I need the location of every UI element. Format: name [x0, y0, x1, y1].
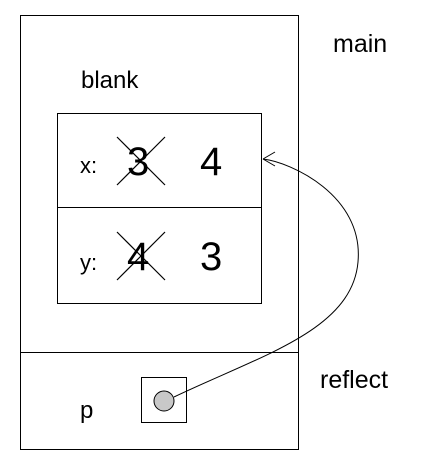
- field-name-y: y:: [80, 250, 97, 275]
- field-box-y: [57, 207, 262, 304]
- pointer-arrowhead: [262, 151, 276, 167]
- cross-out-mark-y: [116, 231, 166, 281]
- reflect-frame-label: reflect: [320, 366, 388, 394]
- object-type-label: blank: [81, 67, 139, 94]
- field-x-new-value: 4: [200, 140, 222, 184]
- reflect-frame-box: [20, 352, 299, 450]
- reflect-var-p-label: p: [80, 397, 93, 424]
- field-y-new-value: 3: [200, 235, 222, 279]
- field-x-old-value: 3: [127, 140, 149, 184]
- field-name-x: x:: [80, 153, 97, 178]
- main-frame-label: main: [333, 30, 387, 58]
- cross-out-mark-x: [116, 136, 166, 186]
- pointer-dot: [153, 390, 175, 412]
- pointer-arrow-line: [173, 158, 359, 398]
- reference-box-p: [141, 377, 187, 423]
- field-y-old-value: 4: [127, 235, 149, 279]
- main-frame-box: [20, 15, 299, 353]
